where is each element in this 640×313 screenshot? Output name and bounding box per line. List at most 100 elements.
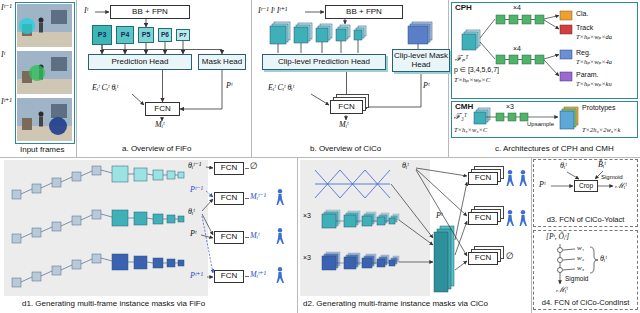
connector (183, 41, 184, 54)
drawing-rect (520, 113, 528, 121)
drawing-rect (560, 25, 572, 34)
drawing-line (95, 12, 109, 13)
drawing-rect (408, 26, 428, 44)
fcn-box: FCN (214, 192, 244, 205)
drawing-rect (508, 113, 516, 121)
node-text: FCN (221, 164, 237, 173)
label-text: [Pᵗ, Ôᵢᵗ] (546, 233, 569, 241)
drawing-use (17, 4, 72, 47)
label-text: θᵢᵗ (402, 162, 409, 171)
label-text: T×hₚ×wₚ×da (576, 33, 612, 40)
drawing-rect (434, 232, 448, 292)
drawing-rect (4, 160, 208, 296)
node-text: FCN (221, 194, 237, 203)
node-text: FCN (221, 272, 237, 281)
drawing-path (315, 184, 390, 185)
drawing-path (499, 178, 504, 258)
drawing-path (544, 20, 559, 29)
label-text: Upsample (527, 121, 554, 128)
label-text: w₁ (577, 245, 584, 253)
drawing-g (434, 226, 454, 292)
label-text: Pᵗ (423, 82, 429, 91)
connector (102, 45, 222, 54)
node-text: CPH (455, 4, 472, 13)
node-text: P5 (142, 31, 151, 39)
drawing-path (455, 182, 467, 240)
drawing-path (416, 170, 467, 256)
label-text: Pᵗ (226, 82, 232, 91)
node-text: FCN (154, 105, 170, 114)
label-text: T×2h₃×2w₃×k (582, 126, 620, 133)
drawing-path (528, 117, 558, 118)
drawing-use (520, 210, 528, 226)
label-text: ℱₚᵀ (455, 55, 468, 64)
node-text: Prediction Head (112, 58, 169, 67)
drawing-circle (558, 248, 563, 253)
drawing-rect (560, 111, 574, 129)
drawing-rect (300, 160, 430, 296)
label-text: b. Overview of CiCo (310, 145, 381, 154)
node-text: P3 (98, 31, 107, 39)
drawing-rect (560, 50, 572, 59)
label-text: Mᵢᵗ⁺¹ (250, 271, 266, 280)
node-text: FCN (221, 233, 237, 242)
drawing-use (507, 170, 515, 186)
fcn-box: FCN (468, 252, 498, 265)
drawing-use (12, 254, 184, 287)
label-text: θᵢᵗ (560, 162, 567, 171)
drawing-circle (29, 65, 45, 81)
drawing-rect (270, 26, 286, 44)
connector (146, 43, 147, 54)
label-text: ∅ (250, 162, 258, 172)
drawing-path (315, 170, 390, 198)
drawing-path (206, 191, 213, 197)
drawing-line (76, 0, 77, 157)
drawing-rect (462, 34, 476, 50)
drawing-g (202, 191, 213, 273)
drawing-circle (558, 258, 563, 263)
label-text: Iᵗ (84, 7, 88, 16)
drawing-rect (294, 27, 308, 43)
label-text: θᵢᵗ⁻¹ (188, 162, 201, 171)
drawing-path (201, 235, 213, 238)
connector (180, 70, 222, 109)
label-text: ℱ₃ᵀ (454, 113, 467, 122)
node-text: FCN (338, 103, 354, 112)
connector (125, 44, 126, 54)
drawing-path (544, 55, 559, 60)
drawing-use (520, 170, 528, 186)
drawing-path (399, 220, 433, 245)
label-text: Iᵗ (1, 51, 5, 60)
drawing-rect (496, 113, 504, 121)
process-box: Clip-level Mask Head (392, 49, 450, 72)
node-text: BB + FPN (346, 8, 382, 17)
drawing-path (416, 169, 467, 216)
process-box: BB + FPN (325, 5, 403, 19)
drawing-g (201, 167, 249, 277)
drawing-rect (522, 15, 531, 24)
drawing-line (448, 0, 449, 157)
drawing-rect (535, 15, 544, 24)
drawing-use (17, 51, 72, 94)
node-text: d4. FCN of CiCo-CondInst (542, 299, 630, 307)
label-text: Prototypes (582, 104, 615, 112)
node-text: FCN (475, 214, 491, 223)
drawing-path (245, 169, 249, 277)
drawing-use (12, 166, 184, 199)
node-text: P7 (179, 32, 186, 39)
fcn-box: FCN (214, 231, 244, 244)
drawing-line (305, 12, 324, 13)
label-text: Pᵗ (436, 212, 442, 221)
label-text: Mᵢᵗ⁻¹ (250, 193, 266, 202)
node-text: Clip-level Mask Head (393, 52, 449, 70)
label-text: T×hₚ×wₚ×ku (576, 80, 612, 87)
node-text: P4 (121, 31, 130, 39)
drawing-line (297, 158, 298, 313)
label-text: ×4 (513, 45, 521, 53)
drawing-use (277, 228, 285, 244)
node-text: Crop (579, 182, 593, 189)
fcn-box: FCN (145, 102, 180, 116)
